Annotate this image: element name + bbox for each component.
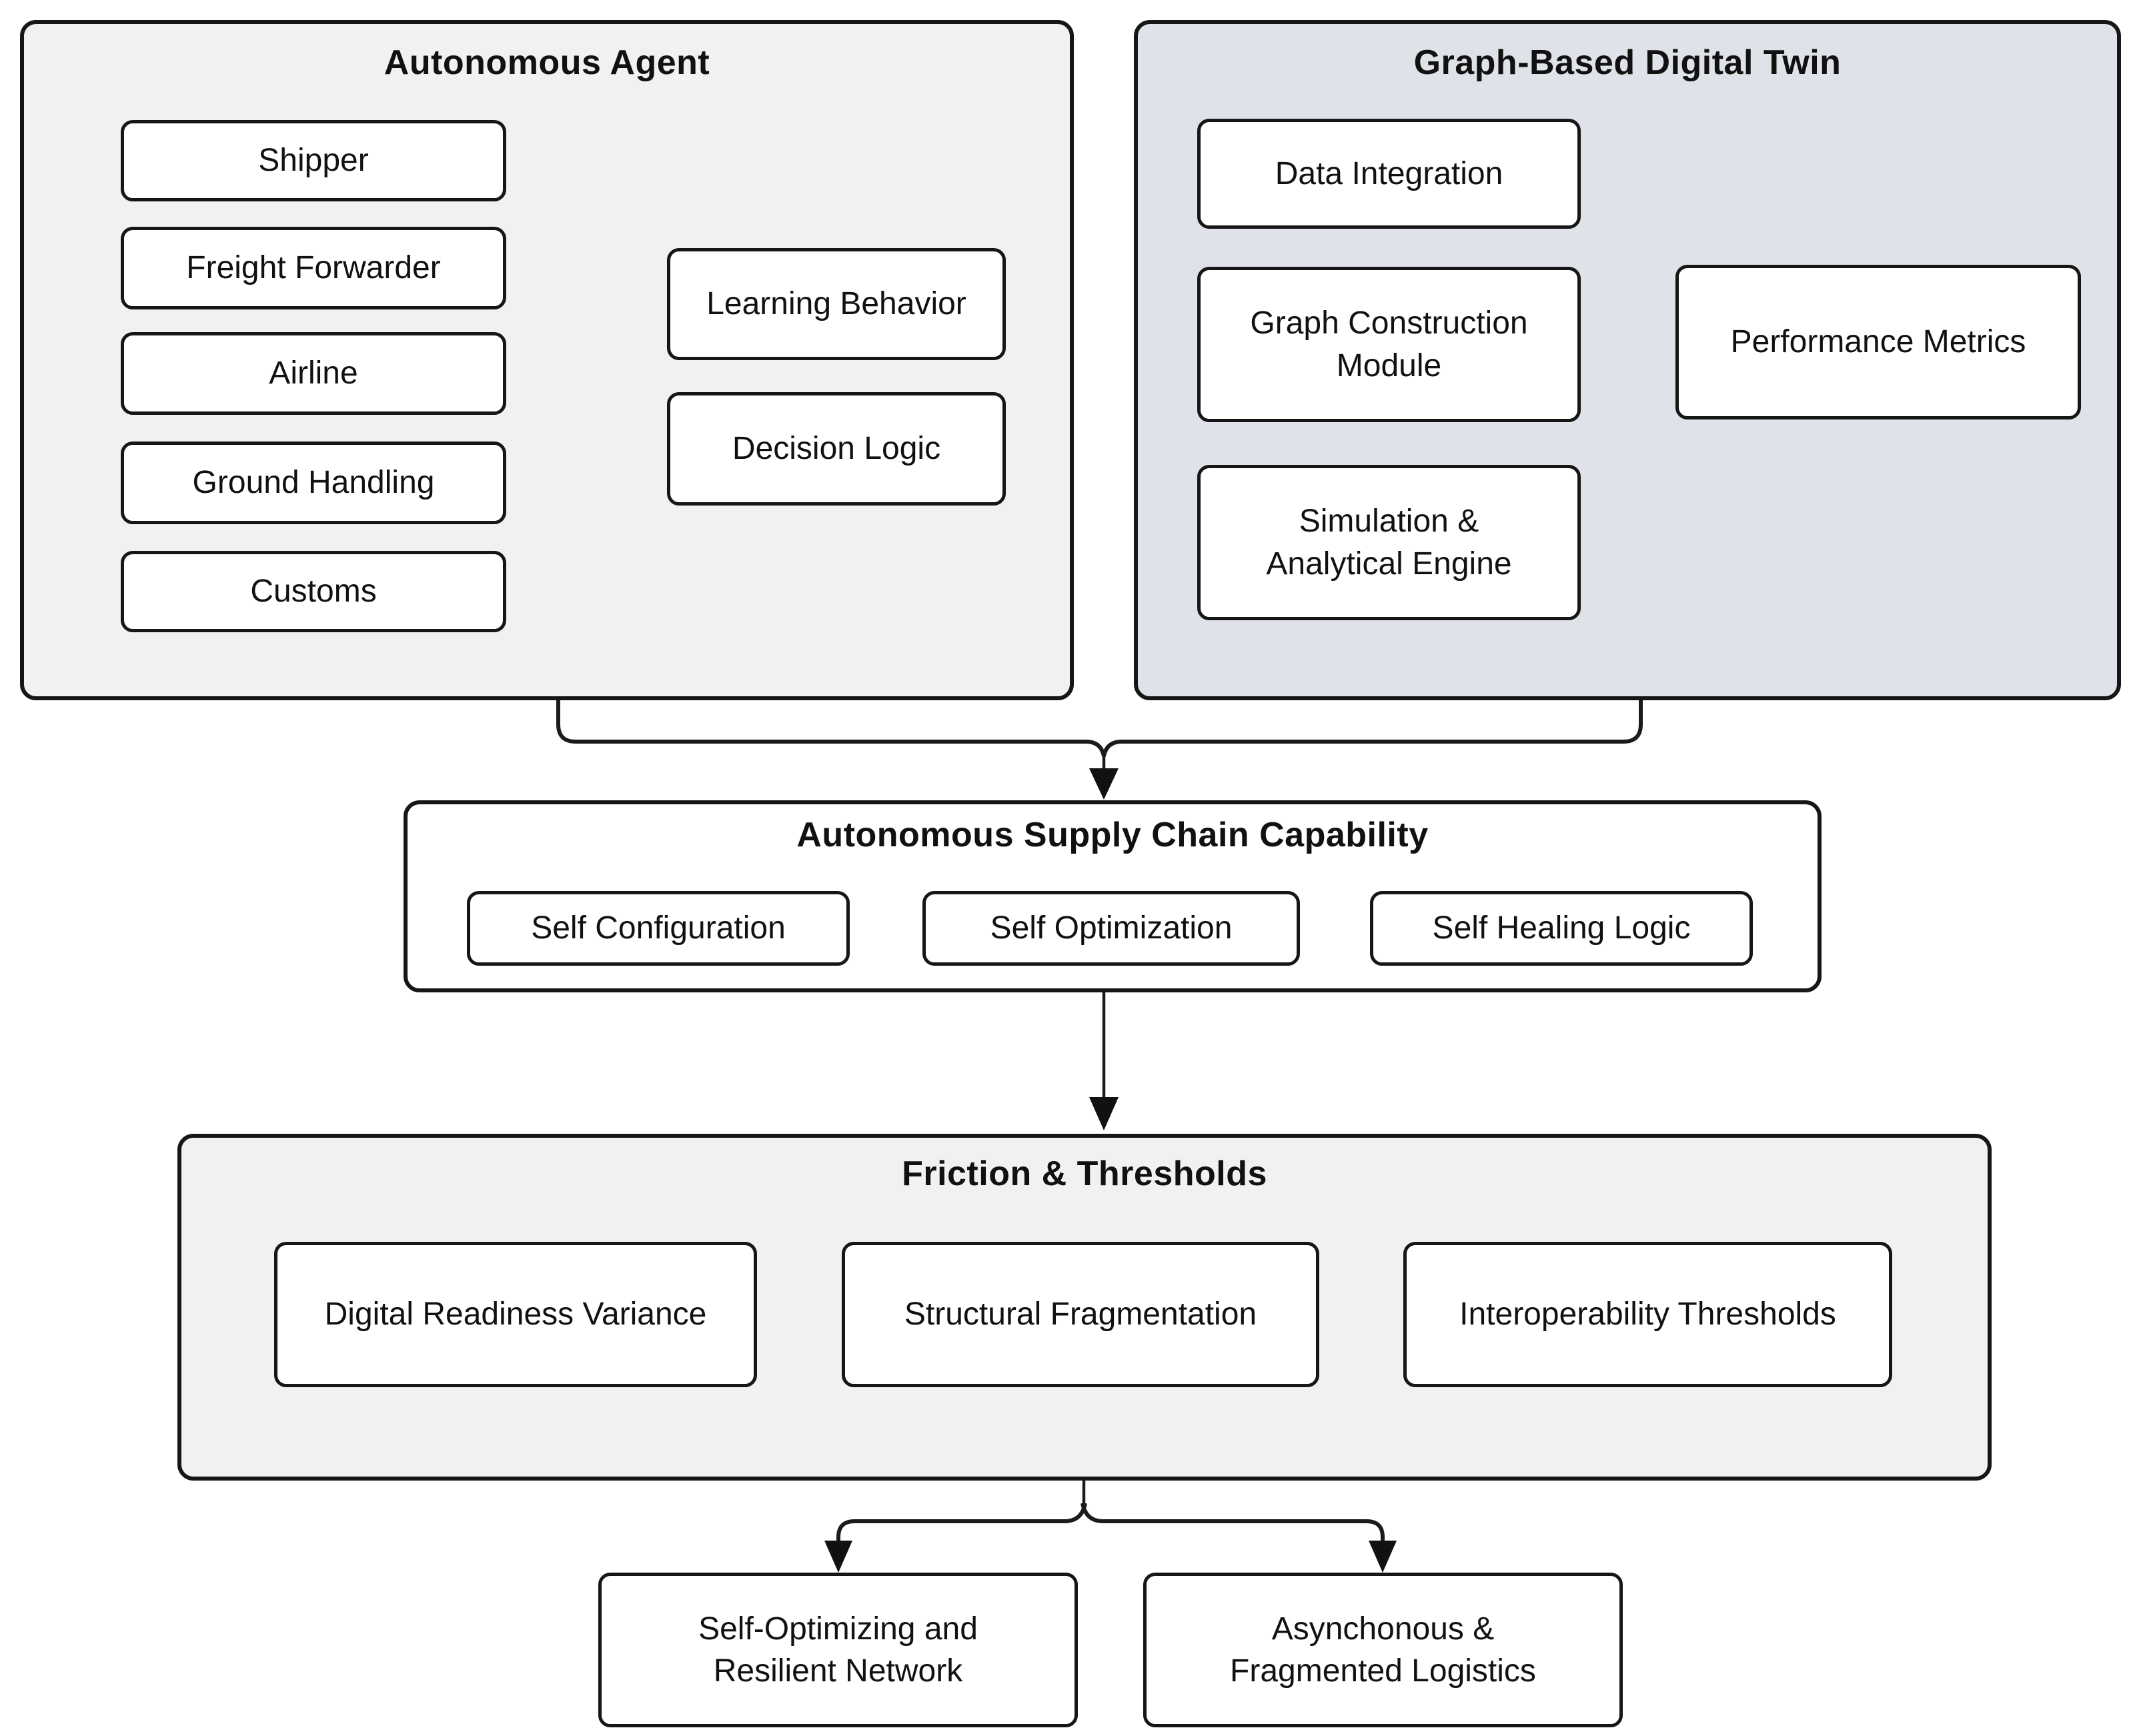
connector-fork-right [1081, 1503, 1385, 1545]
node-learning-behavior: Learning Behavior [667, 248, 1006, 360]
connector-fork-left [836, 1503, 1087, 1545]
node-self-configuration: Self Configuration [467, 891, 850, 966]
friction-arrowhead-icon [1089, 1097, 1119, 1130]
autonomous-agent-title: Autonomous Agent [384, 43, 710, 82]
digital-twin-title: Graph-Based Digital Twin [1413, 43, 1842, 82]
connector-twin-to-capability [1102, 700, 1643, 757]
resilient-network-arrowhead-icon [824, 1541, 852, 1573]
friction-thresholds-title: Friction & Thresholds [902, 1154, 1267, 1193]
supply-chain-capability-title: Autonomous Supply Chain Capability [796, 816, 1429, 854]
node-shipper: Shipper [121, 120, 506, 201]
node-graph-construction-module: Graph Construction Module [1197, 267, 1581, 422]
node-ground-handling: Ground Handling [121, 442, 506, 524]
node-self-healing-logic: Self Healing Logic [1370, 891, 1753, 966]
fragmented-logistics-arrowhead-icon [1369, 1541, 1397, 1573]
node-customs: Customs [121, 551, 506, 632]
node-structural-fragmentation: Structural Fragmentation [842, 1242, 1319, 1387]
node-digital-readiness-variance: Digital Readiness Variance [274, 1242, 757, 1387]
node-self-optimization: Self Optimization [922, 891, 1300, 966]
capability-arrowhead-icon [1089, 768, 1119, 800]
node-asynchonous-fragmented-logistics: Asynchonous & Fragmented Logistics [1143, 1573, 1623, 1727]
connector-agent-to-capability [556, 700, 1106, 757]
node-simulation-analytical-engine: Simulation & Analytical Engine [1197, 465, 1581, 620]
node-performance-metrics: Performance Metrics [1675, 265, 2081, 419]
node-interoperability-thresholds: Interoperability Thresholds [1403, 1242, 1892, 1387]
node-self-optimizing-resilient-network: Self-Optimizing and Resilient Network [598, 1573, 1078, 1727]
node-airline: Airline [121, 332, 506, 415]
node-decision-logic: Decision Logic [667, 392, 1006, 506]
node-freight-forwarder: Freight Forwarder [121, 227, 506, 309]
node-data-integration: Data Integration [1197, 119, 1581, 229]
